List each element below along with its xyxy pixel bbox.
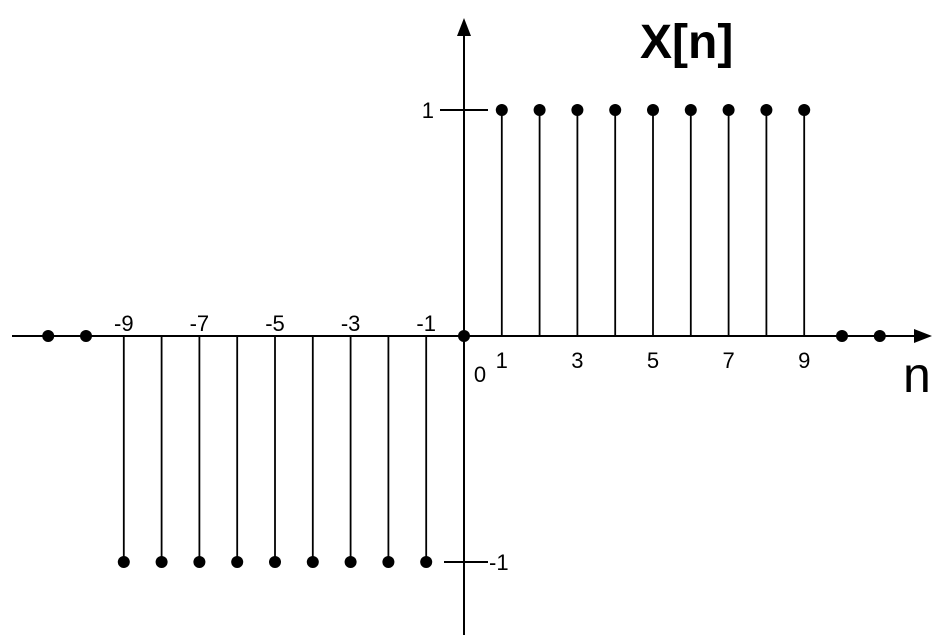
data-point — [344, 556, 357, 568]
x-tick-label: -7 — [190, 311, 210, 336]
x-tick-label: 9 — [798, 348, 810, 373]
y-tick-label: 1 — [422, 98, 434, 123]
chart-title: X[n] — [640, 16, 733, 69]
data-point — [609, 104, 622, 116]
data-point — [269, 556, 281, 568]
data-point — [495, 104, 508, 116]
data-point — [420, 556, 433, 568]
data-point — [231, 556, 244, 568]
x-tick-label: -9 — [114, 311, 134, 336]
x-tick-label: 3 — [571, 348, 583, 373]
x-tick-label: -1 — [416, 311, 436, 336]
data-point — [42, 330, 55, 342]
data-point — [836, 330, 848, 342]
data-point — [798, 104, 811, 116]
markers — [42, 104, 886, 568]
data-point — [382, 556, 395, 568]
x-tick-label: 1 — [496, 348, 508, 373]
x-tick-label: 5 — [647, 348, 659, 373]
y-tick-label: -1 — [489, 550, 509, 575]
data-point — [873, 330, 886, 342]
x-tick-label: 7 — [722, 348, 734, 373]
data-point — [117, 556, 130, 568]
x-axis-arrow — [914, 329, 932, 343]
data-point — [647, 104, 659, 116]
data-point — [722, 104, 735, 116]
data-point — [458, 330, 470, 342]
y-axis-arrow — [457, 18, 471, 36]
stems — [122, 110, 806, 562]
x-tick-label: 0 — [474, 362, 486, 387]
data-point — [155, 556, 168, 568]
data-point — [306, 556, 319, 568]
data-point — [571, 104, 584, 116]
data-point — [80, 330, 92, 342]
data-point — [684, 104, 697, 116]
data-point — [193, 556, 206, 568]
x-tick-label: -5 — [265, 311, 285, 336]
x-tick-label: -3 — [341, 311, 361, 336]
x-axis-label: n — [903, 347, 931, 403]
data-point — [533, 104, 546, 116]
data-point — [760, 104, 773, 116]
